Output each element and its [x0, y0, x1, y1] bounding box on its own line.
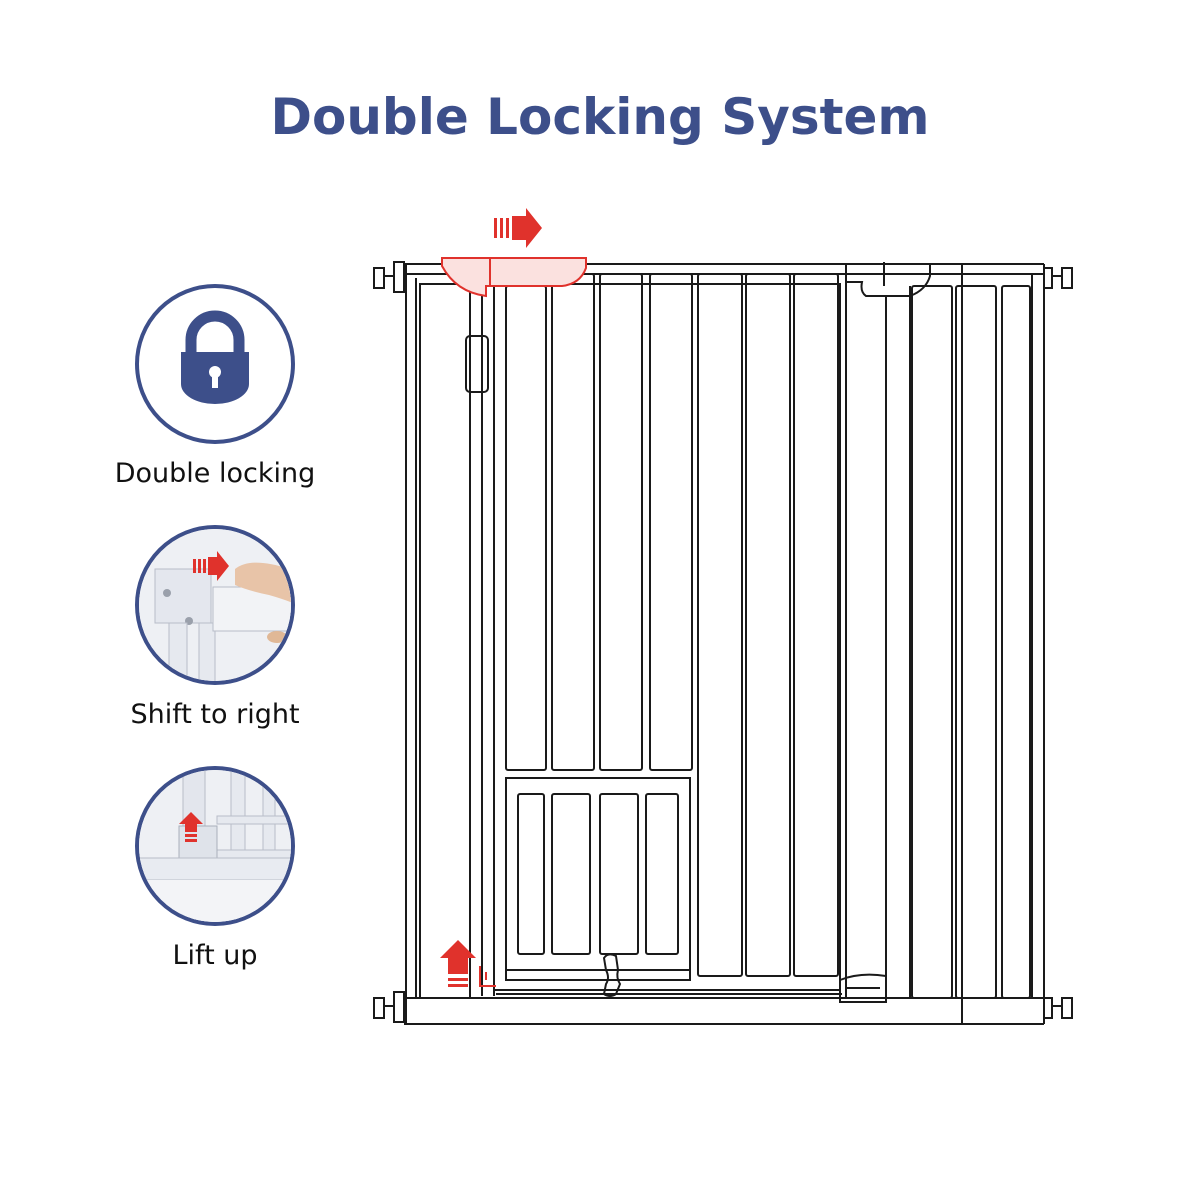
- bottom-lock-highlight: [479, 966, 496, 987]
- page-title: Double Locking System: [270, 88, 930, 146]
- lift-up-photo: [135, 766, 295, 926]
- padlock-badge: [135, 284, 295, 444]
- lift-up-arrow-icon: [440, 940, 476, 987]
- gate-diagram: [373, 208, 1073, 1025]
- feature-label: Lift up: [172, 940, 258, 971]
- top-lock-highlight: [441, 257, 587, 298]
- padlock-icon: [181, 310, 249, 404]
- feature-label: Shift to right: [130, 699, 300, 730]
- shift-right-photo-illustration: [139, 529, 291, 681]
- lift-up-photo-illustration: [139, 770, 291, 922]
- feature-double-locking: Double locking: [90, 284, 340, 489]
- gate-outline: [373, 261, 1073, 1025]
- shift-right-photo: [135, 525, 295, 685]
- feature-lift-up: Lift up: [90, 766, 340, 971]
- shift-right-arrow-icon: [494, 208, 542, 248]
- feature-label: Double locking: [114, 458, 316, 489]
- feature-shift-right: Shift to right: [90, 525, 340, 730]
